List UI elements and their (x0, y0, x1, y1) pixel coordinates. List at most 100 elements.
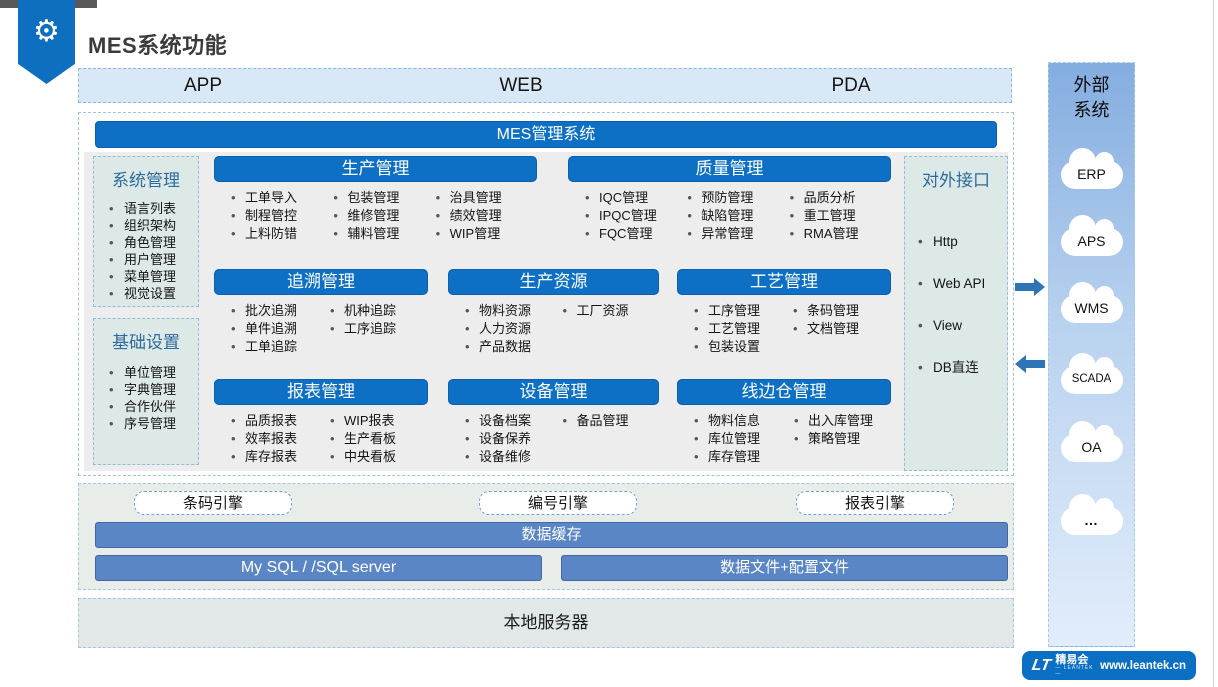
bullet-item: Web API (917, 275, 1007, 292)
leantek-logo-icon: LT (1030, 656, 1052, 674)
bullet-item: 生产看板 (329, 430, 428, 448)
module-process: 工艺管理 工序管理工艺管理包装设置 条码管理文档管理 (677, 269, 891, 356)
bullet-item: 品质报表 (230, 412, 329, 430)
bullet-item: 序号管理 (108, 415, 198, 432)
process-col-2: 条码管理文档管理 (792, 302, 891, 356)
basic-settings-title: 基础设置 (112, 333, 180, 352)
arrow-left-icon (1015, 355, 1045, 373)
module-lineside-warehouse-header: 线边仓管理 (677, 379, 891, 405)
bullet-item: View (917, 317, 1007, 334)
bullet-item: 视觉设置 (108, 285, 198, 302)
bullet-item: 人力资源 (464, 320, 562, 338)
slide-edge-line (1213, 0, 1214, 687)
external-systems-title: 外部 系统 (1049, 73, 1134, 123)
engines-panel: 条码引擎 编号引擎 报表引擎 数据缓存 My SQL / /SQL server… (78, 483, 1014, 590)
module-equipment-header: 设备管理 (448, 379, 659, 405)
bullet-item: 语言列表 (108, 200, 198, 217)
bullet-item: 工艺管理 (693, 320, 792, 338)
cloud-oa: OA (1060, 421, 1123, 462)
sidebar-box-basic-settings: 基础设置 单位管理字典管理合作伙伴序号管理 (93, 318, 199, 465)
external-systems-title-line1: 外部 (1073, 75, 1110, 95)
quality-col-2: 预防管理缺陷管理异常管理 (686, 189, 788, 243)
gear-icon: ⚙ (33, 15, 60, 48)
bullet-item: 设备保养 (464, 430, 562, 448)
module-quality: 质量管理 IQC管理IPQC管理FQC管理 预防管理缺陷管理异常管理 品质分析重… (568, 156, 891, 243)
bullet-item: 品质分析 (789, 189, 891, 207)
bullet-item: 设备档案 (464, 412, 562, 430)
module-production-header: 生产管理 (214, 156, 537, 182)
module-equipment: 设备管理 设备档案设备保养设备维修 备品管理 (448, 379, 659, 466)
bullet-item: 上料防错 (230, 225, 332, 243)
lineside-col-1: 物料信息库位管理库存管理 (693, 412, 793, 466)
cloud-wms: WMS (1060, 282, 1123, 323)
external-systems-panel: 外部 系统 ERP APS WMS SCADA OA … (1048, 62, 1135, 647)
bullet-item: 字典管理 (108, 381, 198, 398)
process-col-1: 工序管理工艺管理包装设置 (693, 302, 792, 356)
cloud-more: … (1060, 494, 1123, 535)
data-cache-bar: 数据缓存 (95, 522, 1008, 548)
brand-subtitle: — LEANTEK — (1055, 665, 1094, 677)
channel-pda-label: PDA (831, 75, 871, 96)
bullet-item: IPQC管理 (584, 207, 686, 225)
bullet-item: 设备维修 (464, 448, 562, 466)
bullet-item: 工序管理 (693, 302, 792, 320)
bullet-item: 缺陷管理 (686, 207, 788, 225)
module-lineside-warehouse: 线边仓管理 物料信息库位管理库存管理 出入库管理策略管理 (677, 379, 891, 466)
bullet-item: 菜单管理 (108, 268, 198, 285)
bullet-item: WIP管理 (435, 225, 537, 243)
brand-block: 精易会 — LEANTEK — (1055, 654, 1100, 677)
mes-panel: MES管理系统 系统管理 语言列表组织架构角色管理用户管理菜单管理视觉设置 基础… (78, 112, 1014, 476)
local-server-bar: 本地服务器 (78, 598, 1014, 648)
bullet-item: 预防管理 (686, 189, 788, 207)
bullet-item: 工厂资源 (562, 302, 660, 320)
equipment-col-2: 备品管理 (562, 412, 660, 466)
bullet-item: 合作伙伴 (108, 398, 198, 415)
bullet-item: 绩效管理 (435, 207, 537, 225)
external-interface-list: HttpWeb APIViewDB直连 (905, 233, 1007, 376)
bullet-item: 包装设置 (693, 338, 792, 356)
bullet-item: 工单追踪 (230, 338, 329, 356)
bullet-item: 物料资源 (464, 302, 562, 320)
barcode-engine-box: 条码引擎 (134, 491, 292, 515)
bullet-item: 产品数据 (464, 338, 562, 356)
bullet-item: FQC管理 (584, 225, 686, 243)
external-systems-title-line2: 系统 (1073, 100, 1110, 120)
brand-footer: LT 精易会 — LEANTEK — www.leantek.cn (1022, 651, 1196, 680)
module-process-header: 工艺管理 (677, 269, 891, 295)
channel-banner: APP WEB PDA (78, 68, 1012, 103)
cloud-scada: SCADA (1060, 353, 1123, 394)
bullet-item: 用户管理 (108, 251, 198, 268)
channel-web-label: WEB (499, 75, 543, 96)
module-traceability: 追溯管理 批次追溯单件追溯工单追踪 机种追踪工序追踪 (214, 269, 428, 356)
sidebar-box-system-management: 系统管理 语言列表组织架构角色管理用户管理菜单管理视觉设置 (93, 156, 199, 307)
bullet-item: 单件追溯 (230, 320, 329, 338)
brand-name: 精易会 (1055, 653, 1089, 666)
bullet-item: 中央看板 (329, 448, 428, 466)
cloud-aps: APS (1060, 215, 1123, 256)
lineside-col-2: 出入库管理策略管理 (793, 412, 890, 466)
bullet-item: 策略管理 (793, 430, 890, 448)
production-col-2: 包装管理维修管理辅料管理 (332, 189, 434, 243)
module-production: 生产管理 工单导入制程管控上料防错 包装管理维修管理辅料管理 治具管理绩效管理W… (214, 156, 537, 243)
bullet-item: Http (917, 233, 1007, 250)
bullet-item: RMA管理 (789, 225, 891, 243)
external-interface-title: 对外接口 (922, 171, 990, 190)
bullet-item: WIP报表 (329, 412, 428, 430)
reports-col-1: 品质报表效率报表库存报表 (230, 412, 329, 466)
bullet-item: 条码管理 (792, 302, 891, 320)
module-quality-header: 质量管理 (568, 156, 891, 182)
bullet-item: 机种追踪 (329, 302, 428, 320)
production-col-1: 工单导入制程管控上料防错 (230, 189, 332, 243)
traceability-col-2: 机种追踪工序追踪 (329, 302, 428, 356)
external-interface-box: 对外接口 HttpWeb APIViewDB直连 (904, 156, 1008, 471)
bullet-item: 效率报表 (230, 430, 329, 448)
reports-col-2: WIP报表生产看板中央看板 (329, 412, 428, 466)
bookmark-ribbon: ⚙ (18, 0, 75, 84)
module-production-resources-header: 生产资源 (448, 269, 659, 295)
bullet-item: 角色管理 (108, 234, 198, 251)
bullet-item: IQC管理 (584, 189, 686, 207)
bullet-item: 出入库管理 (793, 412, 890, 430)
bullet-item: 工单导入 (230, 189, 332, 207)
module-traceability-header: 追溯管理 (214, 269, 428, 295)
